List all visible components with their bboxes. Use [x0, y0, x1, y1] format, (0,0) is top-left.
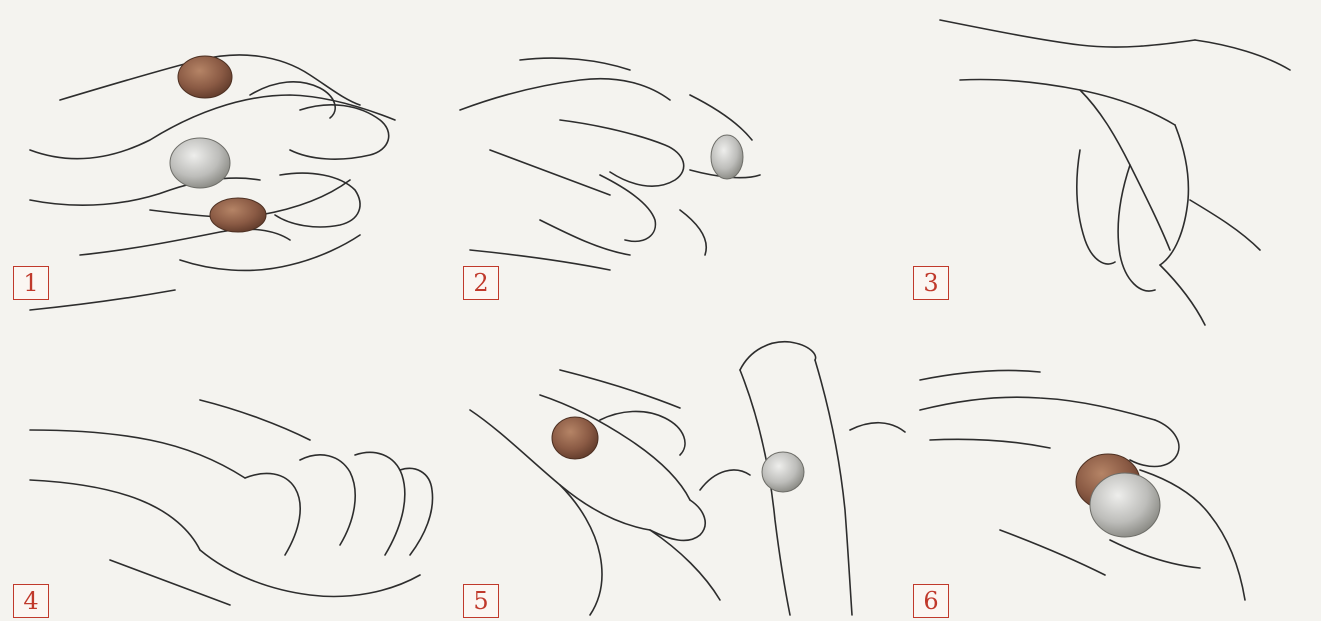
- panel-number-4: 4: [13, 584, 49, 618]
- coins: [170, 56, 1160, 537]
- coin-copper: [178, 56, 232, 98]
- coin-copper: [210, 198, 266, 232]
- coin-silver: [711, 135, 743, 179]
- coin-silver: [170, 138, 230, 188]
- coin-silver: [1090, 473, 1160, 537]
- panel-number-6: 6: [913, 584, 949, 618]
- panel-4-hands: [30, 400, 433, 605]
- panel-3-hand: [940, 20, 1290, 325]
- panel-number-2: 2: [463, 266, 499, 300]
- panel-number-5: 5: [463, 584, 499, 618]
- panel-5-hand: [470, 370, 720, 615]
- coin-silver: [762, 452, 804, 492]
- panel-number-1: 1: [13, 266, 49, 300]
- panel-number-3: 3: [913, 266, 949, 300]
- coin-copper: [552, 417, 598, 459]
